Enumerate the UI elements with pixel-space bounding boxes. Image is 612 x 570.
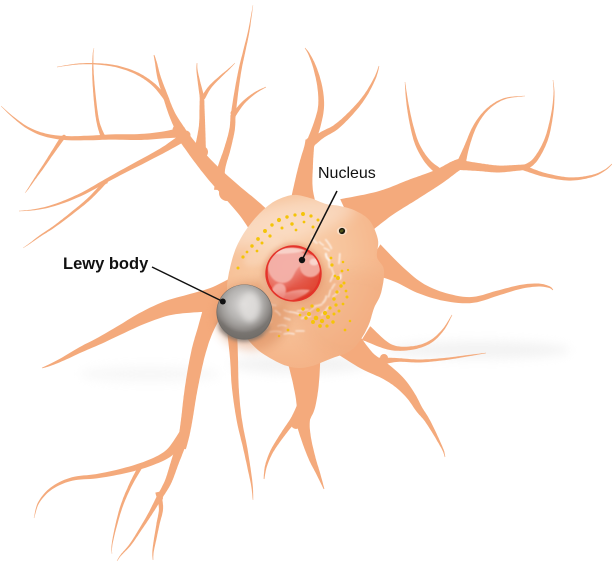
svg-text:Lewy body: Lewy body bbox=[63, 255, 149, 273]
svg-text:Nucleus: Nucleus bbox=[318, 165, 376, 182]
